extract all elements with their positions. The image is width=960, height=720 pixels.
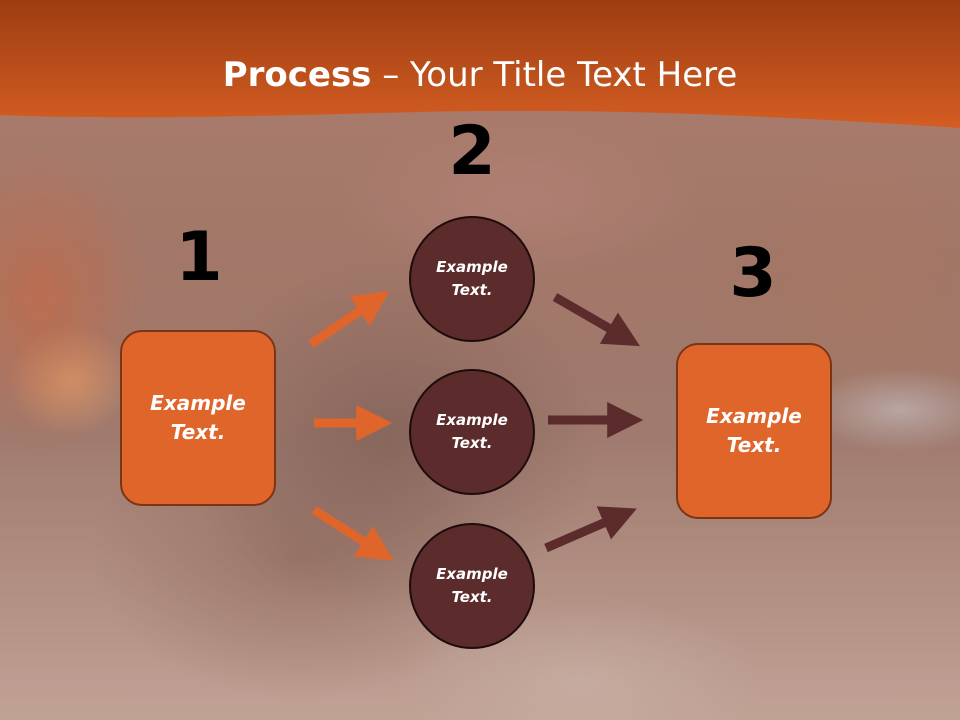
title-banner (0, 0, 960, 128)
circle-top: Example Text. (409, 216, 535, 342)
banner-shape (0, 0, 960, 128)
circle-bottom: Example Text. (409, 523, 535, 649)
title-rest: – Your Title Text Here (371, 55, 738, 95)
step-number-2: 2 (448, 112, 496, 191)
slide-title: Process – Your Title Text Here (0, 52, 960, 98)
circle-top-text: Example Text. (436, 258, 508, 299)
title-bold: Process (222, 55, 372, 95)
right-box-text: Example Text. (706, 404, 802, 457)
circle-middle: Example Text. (409, 369, 535, 495)
circle-bottom-text: Example Text. (436, 565, 508, 606)
left-box: Example Text. (120, 330, 276, 506)
arrow-from-circle-top (552, 293, 641, 347)
left-box-text: Example Text. (150, 391, 246, 444)
arrow-from-circle-bottom (544, 506, 637, 553)
circle-middle-text: Example Text. (436, 411, 508, 452)
arrow-to-circle-bottom (311, 506, 394, 561)
step-number-1: 1 (175, 218, 223, 297)
right-box: Example Text. (676, 343, 832, 519)
arrow-to-circle-top (308, 290, 390, 348)
step-number-3: 3 (729, 234, 777, 313)
